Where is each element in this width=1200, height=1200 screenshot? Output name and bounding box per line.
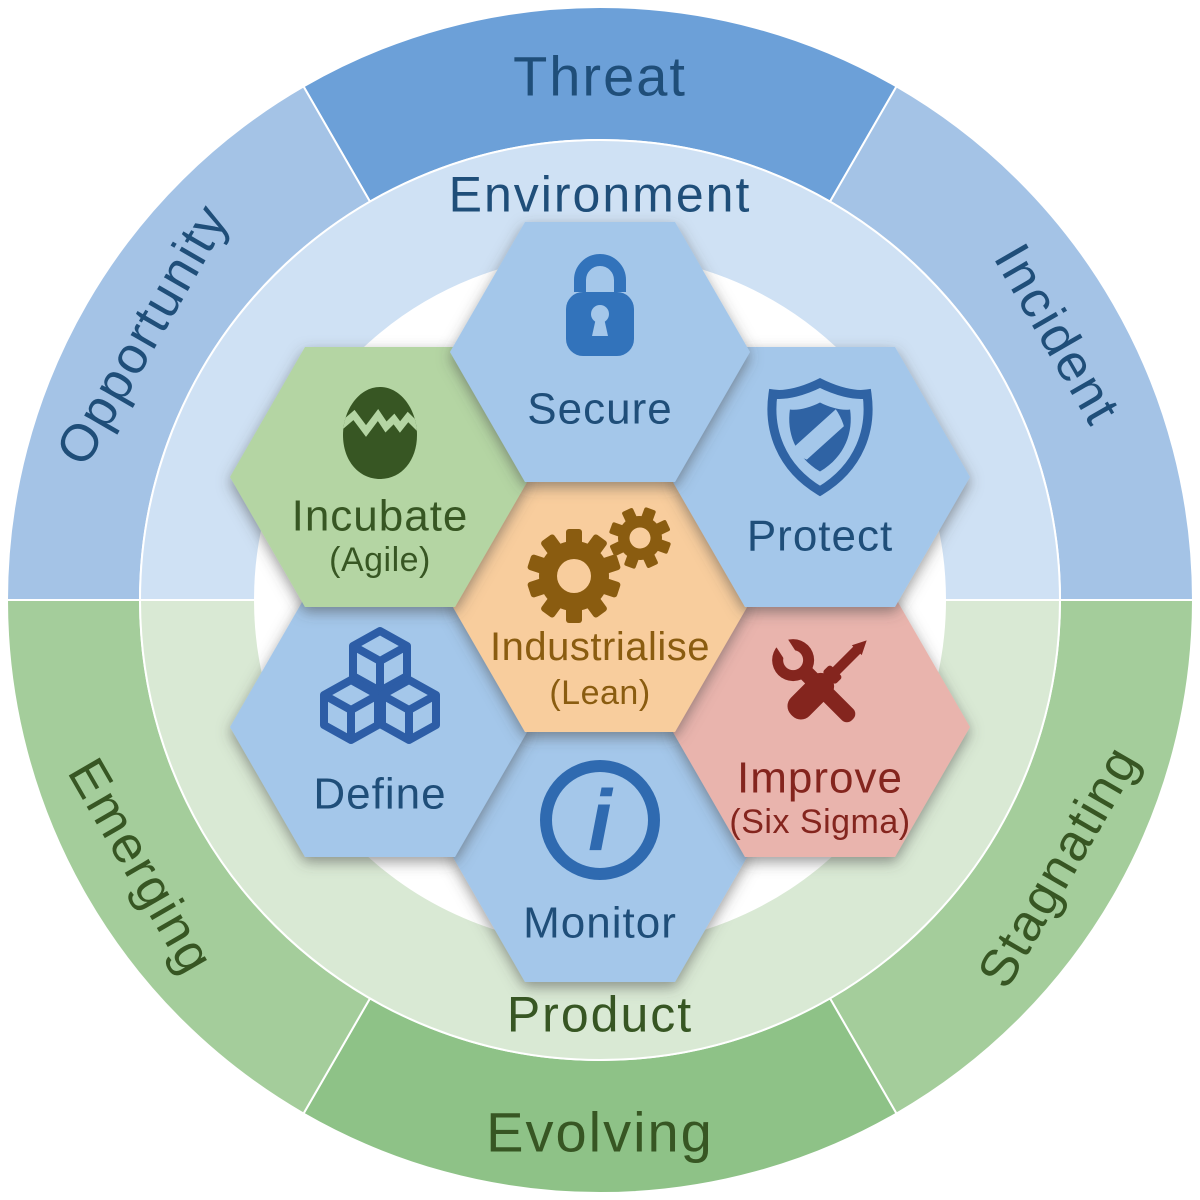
outer-ring: [5, 6, 1195, 1194]
hexagon-incubate-sublabel: (Agile): [329, 541, 431, 579]
hexagon-define-label: Define: [313, 769, 446, 818]
hexagon-industrialise-sublabel: (Lean): [549, 674, 650, 712]
hexagon-incubate-label: Incubate: [292, 491, 469, 540]
hexagon-protect: Protect: [670, 347, 970, 607]
hexagon-define: Define: [230, 597, 530, 857]
hexagon-monitor: i Monitor: [450, 722, 750, 982]
hexagon-improve-label: Improve: [737, 753, 903, 802]
hexagon-industrialise: Industrialise (Lean): [450, 472, 750, 732]
hatching-egg-icon: [343, 387, 417, 479]
svg-text:i: i: [588, 773, 614, 869]
lock-icon: [566, 254, 634, 356]
info-icon: i: [540, 760, 660, 880]
hexagon-improve: Improve (Six Sigma): [670, 597, 970, 857]
hexagon-monitor-label: Monitor: [523, 898, 677, 947]
ring-label-evolving: Evolving: [486, 1101, 714, 1164]
hexagon-industrialise-label: Industrialise: [490, 625, 710, 669]
hexagon-protect-shape: [670, 347, 970, 607]
ring-label-environment: Environment: [449, 167, 752, 223]
hexagon-improve-shape: [670, 597, 970, 857]
screwdriver-wrench-icon: [770, 631, 867, 723]
gears-icon: [527, 507, 671, 623]
cubes-icon: [320, 627, 440, 744]
hexagon-improve-sublabel: (Six Sigma): [729, 803, 910, 841]
ring-label-product: Product: [507, 987, 693, 1043]
hexagon-protect-label: Protect: [747, 511, 893, 560]
hexagon-incubate: Incubate (Agile): [230, 347, 530, 607]
hexagon-secure-label: Secure: [527, 384, 672, 433]
hexagon-monitor-shape: [450, 722, 750, 982]
hexagon-secure: Secure: [450, 222, 750, 482]
ring-label-threat: Threat: [513, 45, 687, 108]
